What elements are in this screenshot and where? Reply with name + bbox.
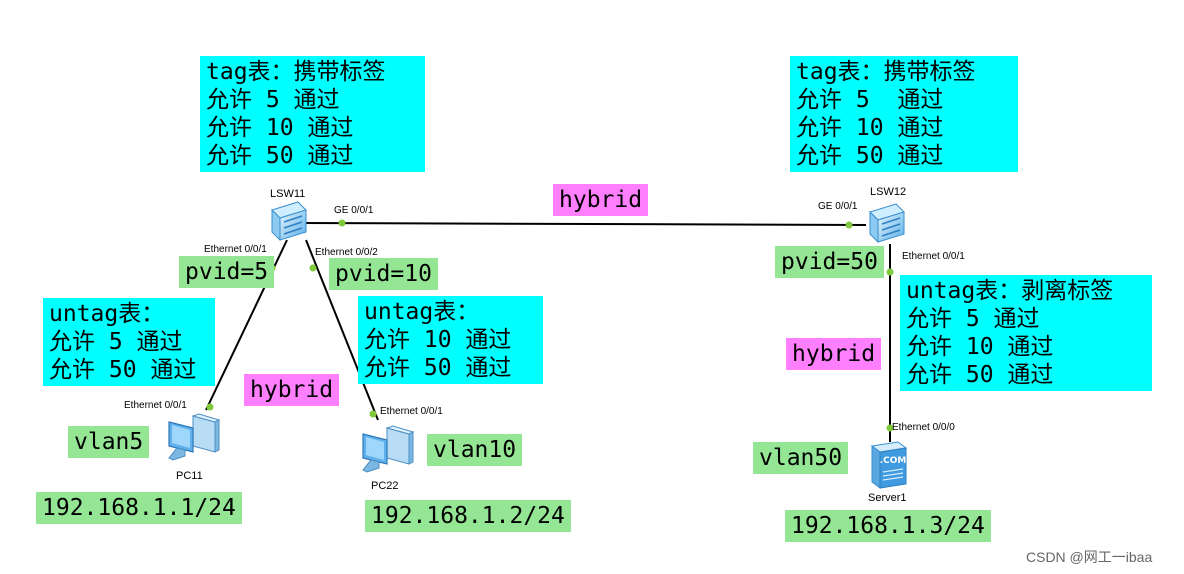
untag-table-line: 允许 10 通过 bbox=[906, 334, 1054, 360]
tag-table-line: 允许 10 通过 bbox=[206, 115, 354, 141]
link-lsw11-lsw12 bbox=[299, 222, 867, 226]
port-dot bbox=[886, 424, 894, 432]
port-dot bbox=[338, 219, 346, 227]
watermark: CSDN @网工一ibaa bbox=[1026, 549, 1153, 565]
lsw11-pc22-port-label: Ethernet 0/0/2 bbox=[315, 247, 378, 258]
untag-table-line: 允许 50 通过 bbox=[906, 362, 1054, 388]
pc22-vlan-label: vlan10 bbox=[427, 434, 523, 466]
lsw12-server-port-label: Ethernet 0/0/1 bbox=[902, 251, 965, 262]
pc-icon[interactable] bbox=[357, 424, 415, 478]
lsw11-pc11-port-label: Ethernet 0/0/1 bbox=[204, 244, 267, 255]
untag-table-line: untag表： bbox=[364, 299, 480, 325]
lsw12-name: LSW12 bbox=[870, 186, 907, 198]
server-link-mode-label: hybrid bbox=[786, 338, 882, 370]
pc-icon[interactable] bbox=[163, 412, 221, 466]
pc22-untag-table: untag表：允许 10 通过允许 50 通过 bbox=[358, 296, 543, 384]
pc11-port-label: Ethernet 0/0/1 bbox=[124, 400, 187, 411]
tag-table-line: tag表：携带标签 bbox=[206, 59, 386, 85]
pc11-ip-label: 192.168.1.1/24 bbox=[36, 492, 242, 524]
port-dot bbox=[369, 410, 377, 418]
lsw12-tag-table: tag表：携带标签允许 5 通过允许 10 通过允许 50 通过 bbox=[790, 56, 1018, 172]
untag-table-line: 允许 5 通过 bbox=[906, 306, 1040, 332]
port-dot bbox=[886, 268, 894, 276]
tag-table-line: 允许 5 通过 bbox=[206, 87, 340, 113]
lsw11-tag-table: tag表：携带标签允许 5 通过允许 10 通过允许 50 通过 bbox=[200, 56, 425, 172]
access-link-mode-label: hybrid bbox=[244, 374, 340, 406]
tag-table-line: 允许 5 通过 bbox=[796, 87, 944, 113]
pc22-ip-label: 192.168.1.2/24 bbox=[365, 500, 571, 532]
pc11-untag-table: untag表：允许 5 通过允许 50 通过 bbox=[43, 298, 215, 386]
tag-table-line: 允许 50 通过 bbox=[206, 143, 354, 169]
untag-table-line: 允许 5 通过 bbox=[49, 329, 183, 355]
untag-table-line: 允许 10 通过 bbox=[364, 327, 512, 353]
port-dot bbox=[845, 221, 853, 229]
server1-vlan-label: vlan50 bbox=[753, 442, 849, 474]
pc11-name: PC11 bbox=[176, 470, 203, 482]
untag-table-line: untag表：剥离标签 bbox=[906, 278, 1114, 304]
switch-icon[interactable] bbox=[866, 202, 908, 244]
server-icon-text: .COM bbox=[880, 456, 907, 466]
link-lsw11-pc22 bbox=[305, 239, 379, 421]
lsw11-name: LSW11 bbox=[270, 188, 306, 200]
lsw11-uplink-port-label: GE 0/0/1 bbox=[334, 205, 374, 216]
lsw12-pvid-label: pvid=50 bbox=[775, 246, 884, 278]
switch-icon[interactable] bbox=[268, 200, 310, 242]
untag-table-line: 允许 50 通过 bbox=[49, 357, 197, 383]
trunk-link-mode-label: hybrid bbox=[553, 184, 649, 216]
port-dot bbox=[206, 403, 214, 411]
untag-table-line: untag表： bbox=[49, 301, 165, 327]
port-dot bbox=[309, 264, 317, 272]
pc22-port-label: Ethernet 0/0/1 bbox=[380, 406, 443, 417]
lsw12-untag-table: untag表：剥离标签允许 5 通过允许 10 通过允许 50 通过 bbox=[900, 275, 1152, 391]
pc22-pvid-label: pvid=10 bbox=[329, 258, 438, 290]
tag-table-line: 允许 10 通过 bbox=[796, 115, 944, 141]
untag-table-line: 允许 50 通过 bbox=[364, 355, 512, 381]
server1-ip-label: 192.168.1.3/24 bbox=[785, 510, 991, 542]
pc11-pvid-label: pvid=5 bbox=[179, 256, 275, 288]
tag-table-line: tag表：携带标签 bbox=[796, 59, 976, 85]
pc22-name: PC22 bbox=[371, 480, 399, 492]
server-icon[interactable]: .COM bbox=[868, 440, 910, 490]
tag-table-line: 允许 50 通过 bbox=[796, 143, 944, 169]
server1-name: Server1 bbox=[868, 492, 907, 504]
lsw12-uplink-port-label: GE 0/0/1 bbox=[818, 201, 858, 212]
server1-port-label: Ethernet 0/0/0 bbox=[892, 422, 955, 433]
pc11-vlan-label: vlan5 bbox=[68, 426, 150, 458]
